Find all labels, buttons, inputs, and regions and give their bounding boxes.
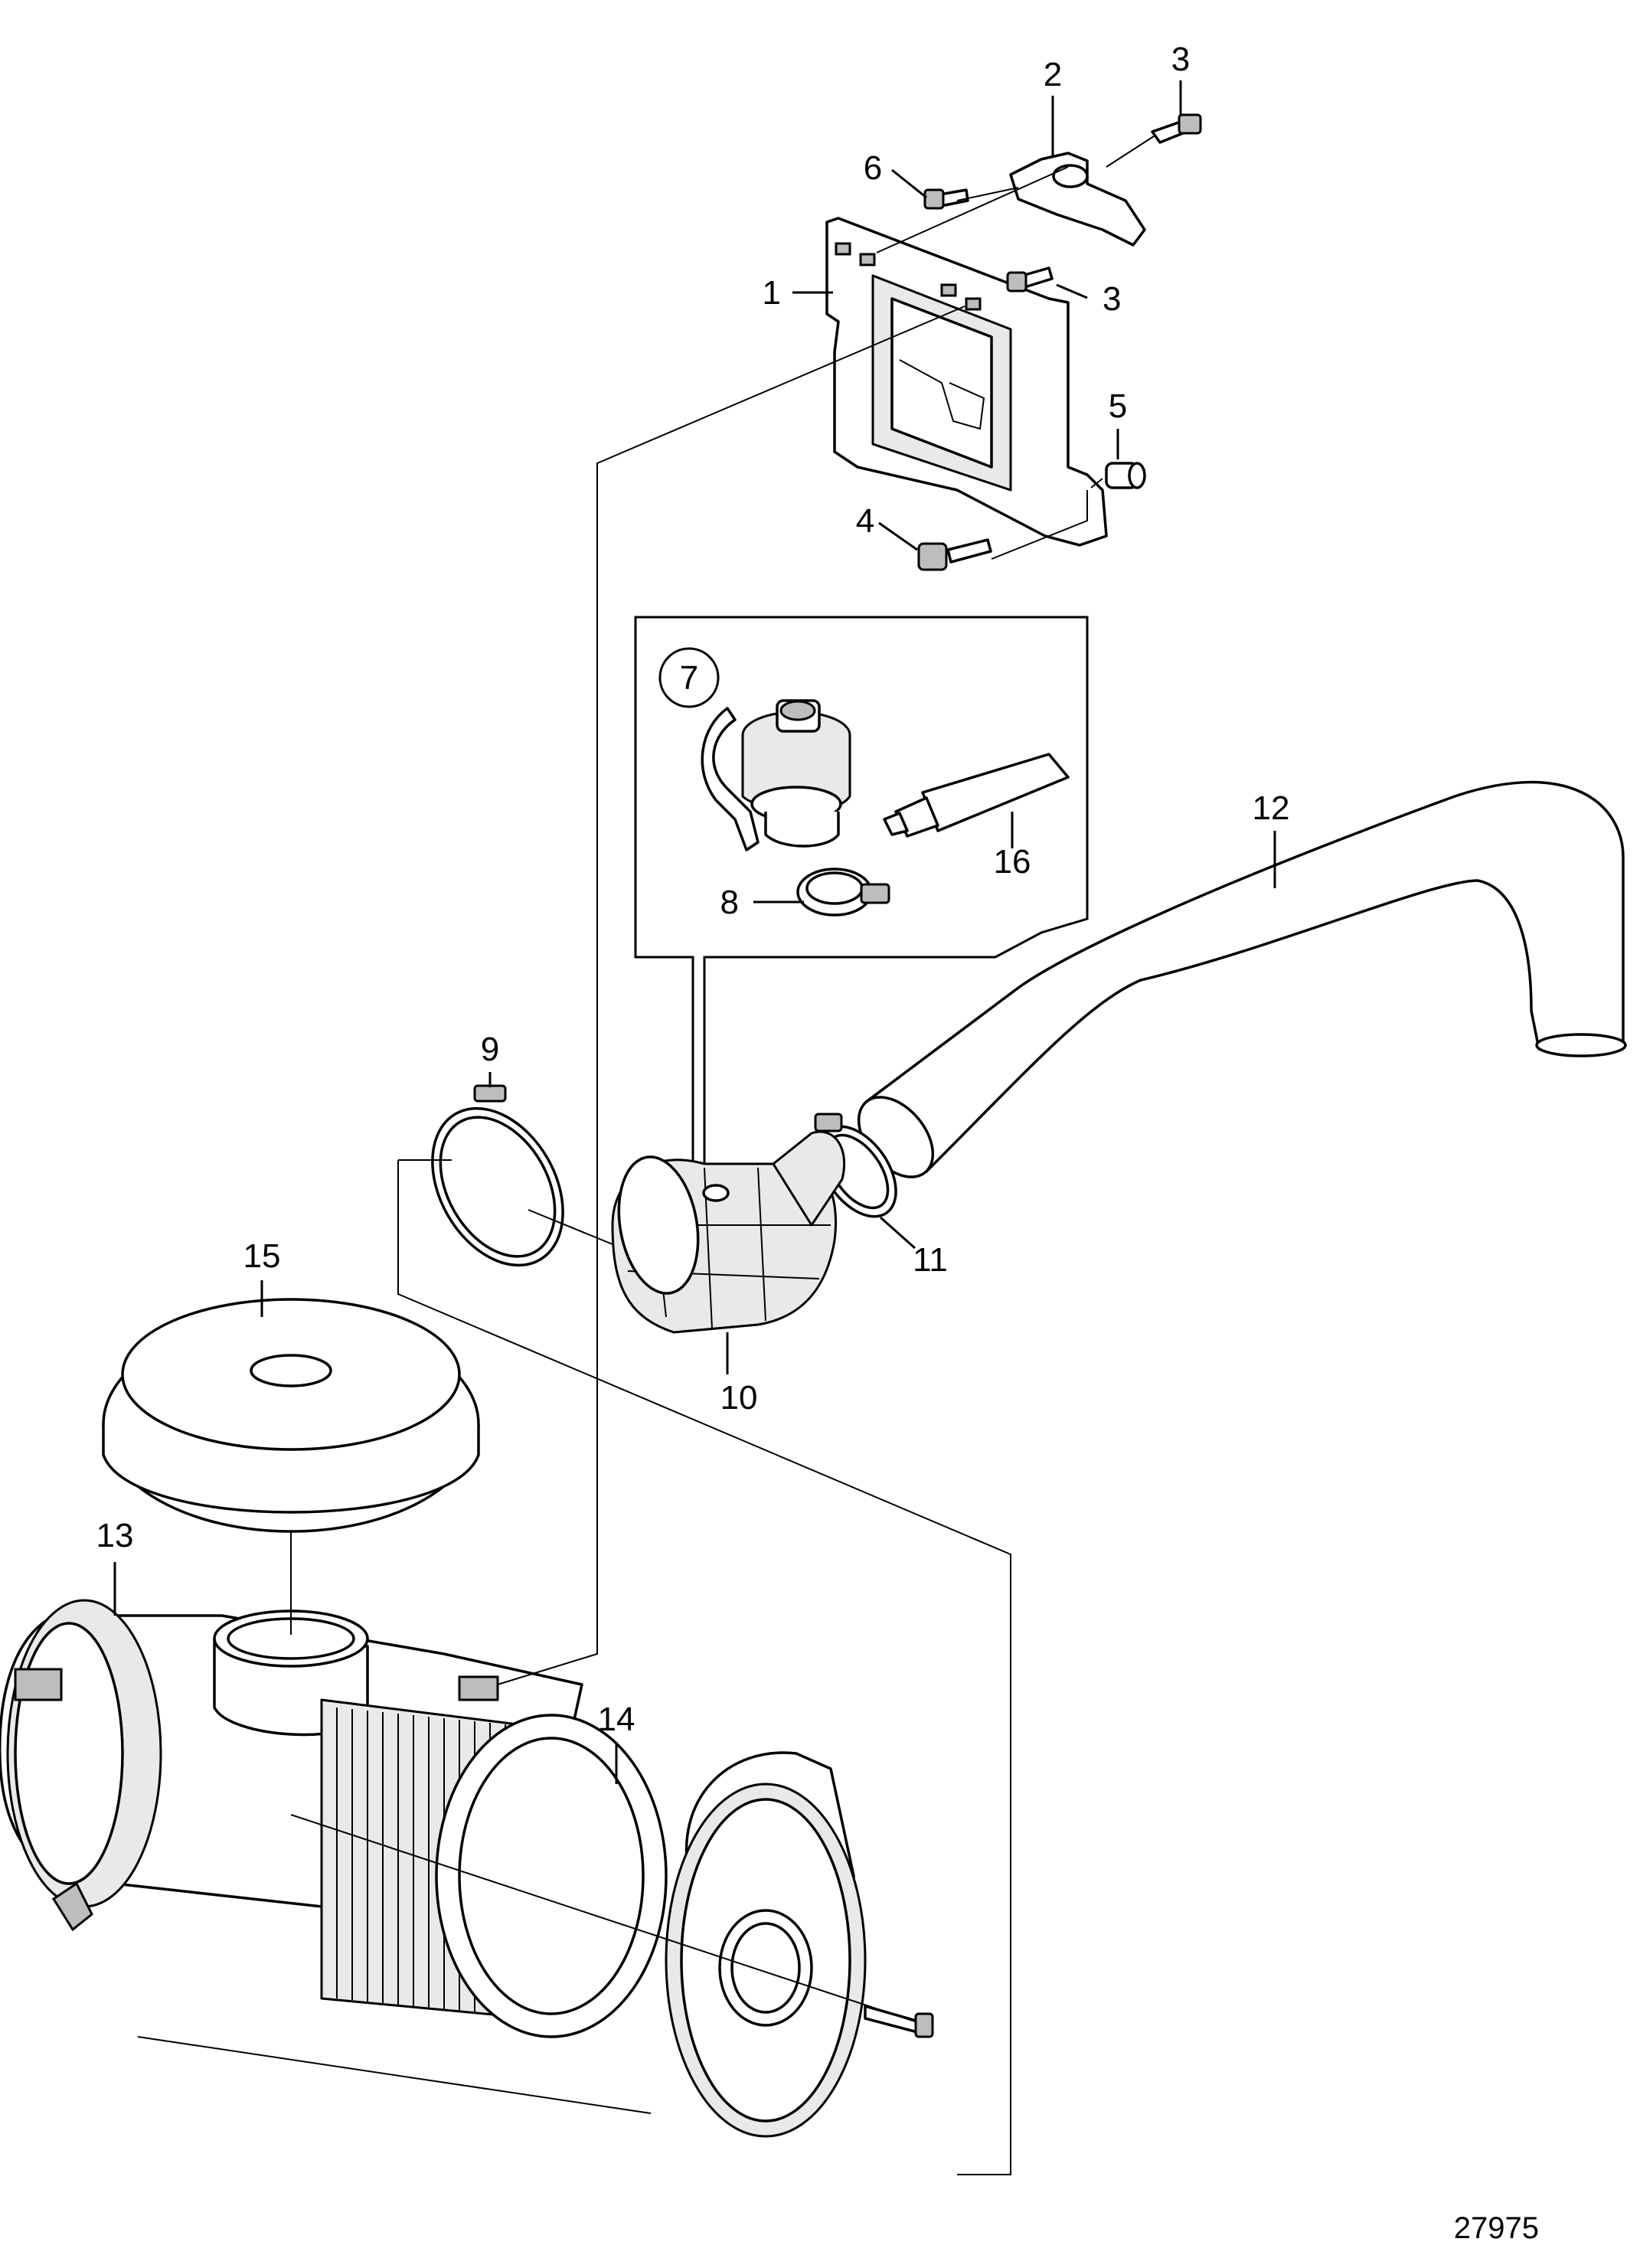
mounting-bracket (825, 217, 1108, 547)
end-cap (665, 1751, 934, 2138)
callout-8: 8 (720, 884, 739, 921)
callout-5: 5 (1109, 387, 1127, 425)
callout-14: 14 (598, 1701, 635, 1738)
clamp-9 (431, 1084, 564, 1267)
bolt-4 (917, 538, 992, 571)
callout-10: 10 (720, 1379, 758, 1417)
callout-4: 4 (856, 502, 874, 540)
clamp-8 (796, 868, 890, 917)
callout-13: 13 (96, 1517, 134, 1554)
callout-6: 6 (864, 149, 882, 187)
filter-element-14 (320, 1698, 668, 2038)
sealant-tube-16 (883, 753, 1070, 838)
drawing-number: 27975 (1454, 2211, 1539, 2245)
callout-16: 16 (994, 843, 1031, 881)
callout-15: 15 (243, 1237, 281, 1275)
callout-7-circle (658, 647, 720, 708)
elbow-10 (611, 1130, 846, 1334)
small-bracket (1009, 152, 1146, 247)
sensor-7 (701, 699, 851, 851)
callout-3-top: 3 (1171, 41, 1190, 78)
callout-12: 12 (1253, 789, 1290, 827)
callouts: 1 2 3 3 4 5 6 7 8 9 10 11 12 13 14 15 16 (96, 41, 1290, 1738)
callout-3-mid: 3 (1103, 280, 1121, 318)
air-hose-12 (857, 780, 1627, 1178)
callout-1: 1 (763, 274, 781, 312)
bolt-3-top (1151, 113, 1202, 144)
callout-7: 7 (680, 659, 698, 697)
leader-lines (113, 80, 1276, 2175)
bolt-6 (923, 188, 969, 210)
cover-15 (102, 1298, 480, 1533)
callout-2: 2 (1044, 56, 1062, 93)
detail-box (634, 616, 1089, 1181)
bolt-3-mid (1006, 266, 1054, 292)
spacer-5 (1105, 462, 1146, 489)
callout-11: 11 (913, 1241, 948, 1279)
callout-9: 9 (481, 1031, 499, 1068)
